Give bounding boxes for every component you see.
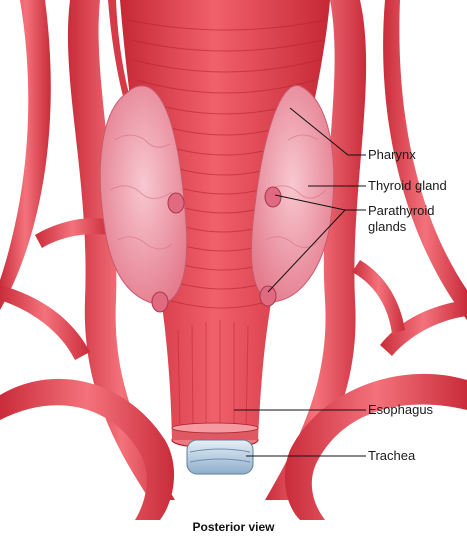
parathyroid-glands-label: Parathyroid glands bbox=[368, 203, 434, 235]
esophagus-label: Esophagus bbox=[368, 402, 433, 418]
pharynx-label: Pharynx bbox=[368, 147, 416, 163]
view-caption: Posterior view bbox=[0, 520, 467, 534]
trachea-label: Trachea bbox=[368, 448, 415, 464]
thyroid-gland-label: Thyroid gland bbox=[368, 178, 447, 194]
trachea-stump bbox=[187, 440, 253, 474]
